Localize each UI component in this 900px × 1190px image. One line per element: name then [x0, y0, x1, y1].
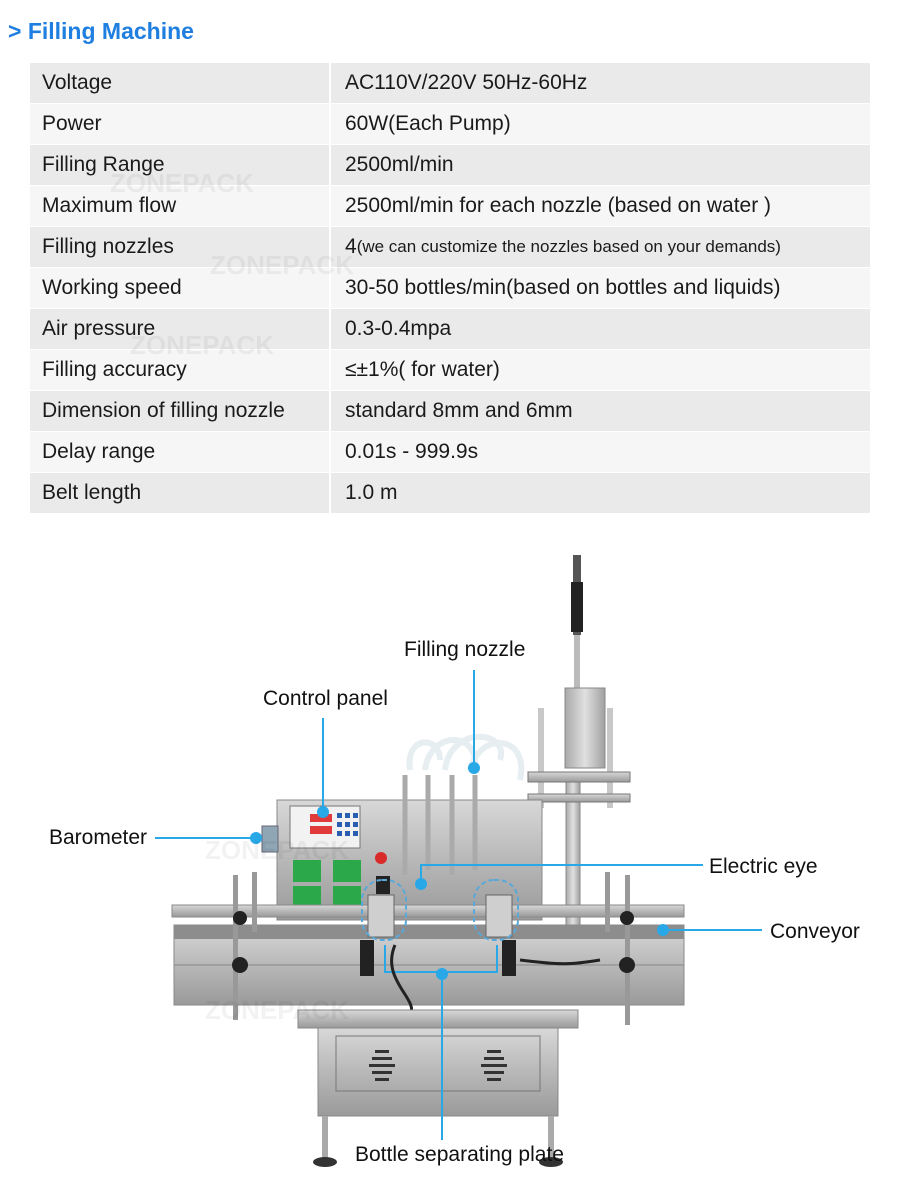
spec-row: Filling Range 2500ml/min	[30, 145, 870, 185]
section-title: > Filling Machine	[8, 18, 194, 44]
spec-key: Dimension of filling nozzle	[30, 391, 329, 431]
callout-conveyor: Conveyor	[770, 920, 860, 943]
conveyor	[171, 904, 685, 1006]
spec-row: Power 60W(Each Pump)	[30, 104, 870, 144]
spec-value: ≤±1%( for water)	[331, 350, 870, 390]
spec-value-note: (we can customize the nozzles based on y…	[356, 237, 781, 256]
spec-key: Voltage	[30, 63, 329, 103]
electric-eye-sensor	[376, 876, 390, 894]
callout-dots	[250, 762, 669, 980]
spec-value: 0.3-0.4mpa	[331, 309, 870, 349]
callout-bottle-separating-plate: Bottle separating plate	[355, 1143, 564, 1166]
spec-value: 1.0 m	[331, 473, 870, 513]
spec-value-main: 4	[345, 235, 357, 258]
spec-row: Air pressure 0.3-0.4mpa	[30, 309, 870, 349]
spec-key: Filling accuracy	[30, 350, 329, 390]
spec-key: Power	[30, 104, 329, 144]
knobs	[232, 911, 635, 973]
highlight-ellipses	[361, 879, 519, 941]
spec-row: Filling nozzles 4(we can customize the n…	[30, 227, 870, 267]
callout-lines	[155, 670, 762, 1140]
spec-row: Working speed 30-50 bottles/min(based on…	[30, 268, 870, 308]
barometer-gauge	[261, 825, 279, 853]
nozzle-crossbar	[527, 771, 631, 783]
spec-key: Belt length	[30, 473, 329, 513]
spec-value: 30-50 bottles/min(based on bottles and l…	[331, 268, 870, 308]
spec-value: 2500ml/min for each nozzle (based on wat…	[331, 186, 870, 226]
spec-row: Filling accuracy ≤±1%( for water)	[30, 350, 870, 390]
nozzle-crossbar-lower	[527, 793, 631, 803]
lift-cylinder	[538, 555, 613, 927]
guide-posts	[233, 872, 630, 1025]
spec-key: Air pressure	[30, 309, 329, 349]
callout-filling-nozzle: Filling nozzle	[404, 638, 526, 661]
base-stand	[297, 1009, 579, 1167]
spec-row: Dimension of filling nozzle standard 8mm…	[30, 391, 870, 431]
spec-key: Filling Range	[30, 145, 329, 185]
spec-value: 60W(Each Pump)	[331, 104, 870, 144]
spec-table: Voltage AC110V/220V 50Hz-60Hz Power 60W(…	[30, 63, 870, 514]
spec-key: Filling nozzles	[30, 227, 329, 267]
control-panel	[289, 805, 387, 908]
filling-tubes	[406, 733, 525, 781]
spec-value: 0.01s - 999.9s	[331, 432, 870, 472]
spec-value: 4(we can customize the nozzles based on …	[331, 227, 870, 267]
spec-key: Delay range	[30, 432, 329, 472]
spec-value: AC110V/220V 50Hz-60Hz	[331, 63, 870, 103]
callout-control-panel: Control panel	[263, 687, 388, 710]
callout-electric-eye: Electric eye	[709, 855, 818, 878]
spec-value: 2500ml/min	[331, 145, 870, 185]
filling-machine-illustration	[155, 555, 762, 1167]
spec-row: Delay range 0.01s - 999.9s	[30, 432, 870, 472]
spec-row: Belt length 1.0 m	[30, 473, 870, 513]
spec-row: Maximum flow 2500ml/min for each nozzle …	[30, 186, 870, 226]
filling-nozzles	[402, 775, 478, 875]
spec-value: standard 8mm and 6mm	[331, 391, 870, 431]
spec-key: Maximum flow	[30, 186, 329, 226]
bottle-separating-plates	[360, 894, 516, 976]
spec-key: Working speed	[30, 268, 329, 308]
spec-row: Voltage AC110V/220V 50Hz-60Hz	[30, 63, 870, 103]
callout-barometer: Barometer	[49, 826, 148, 849]
